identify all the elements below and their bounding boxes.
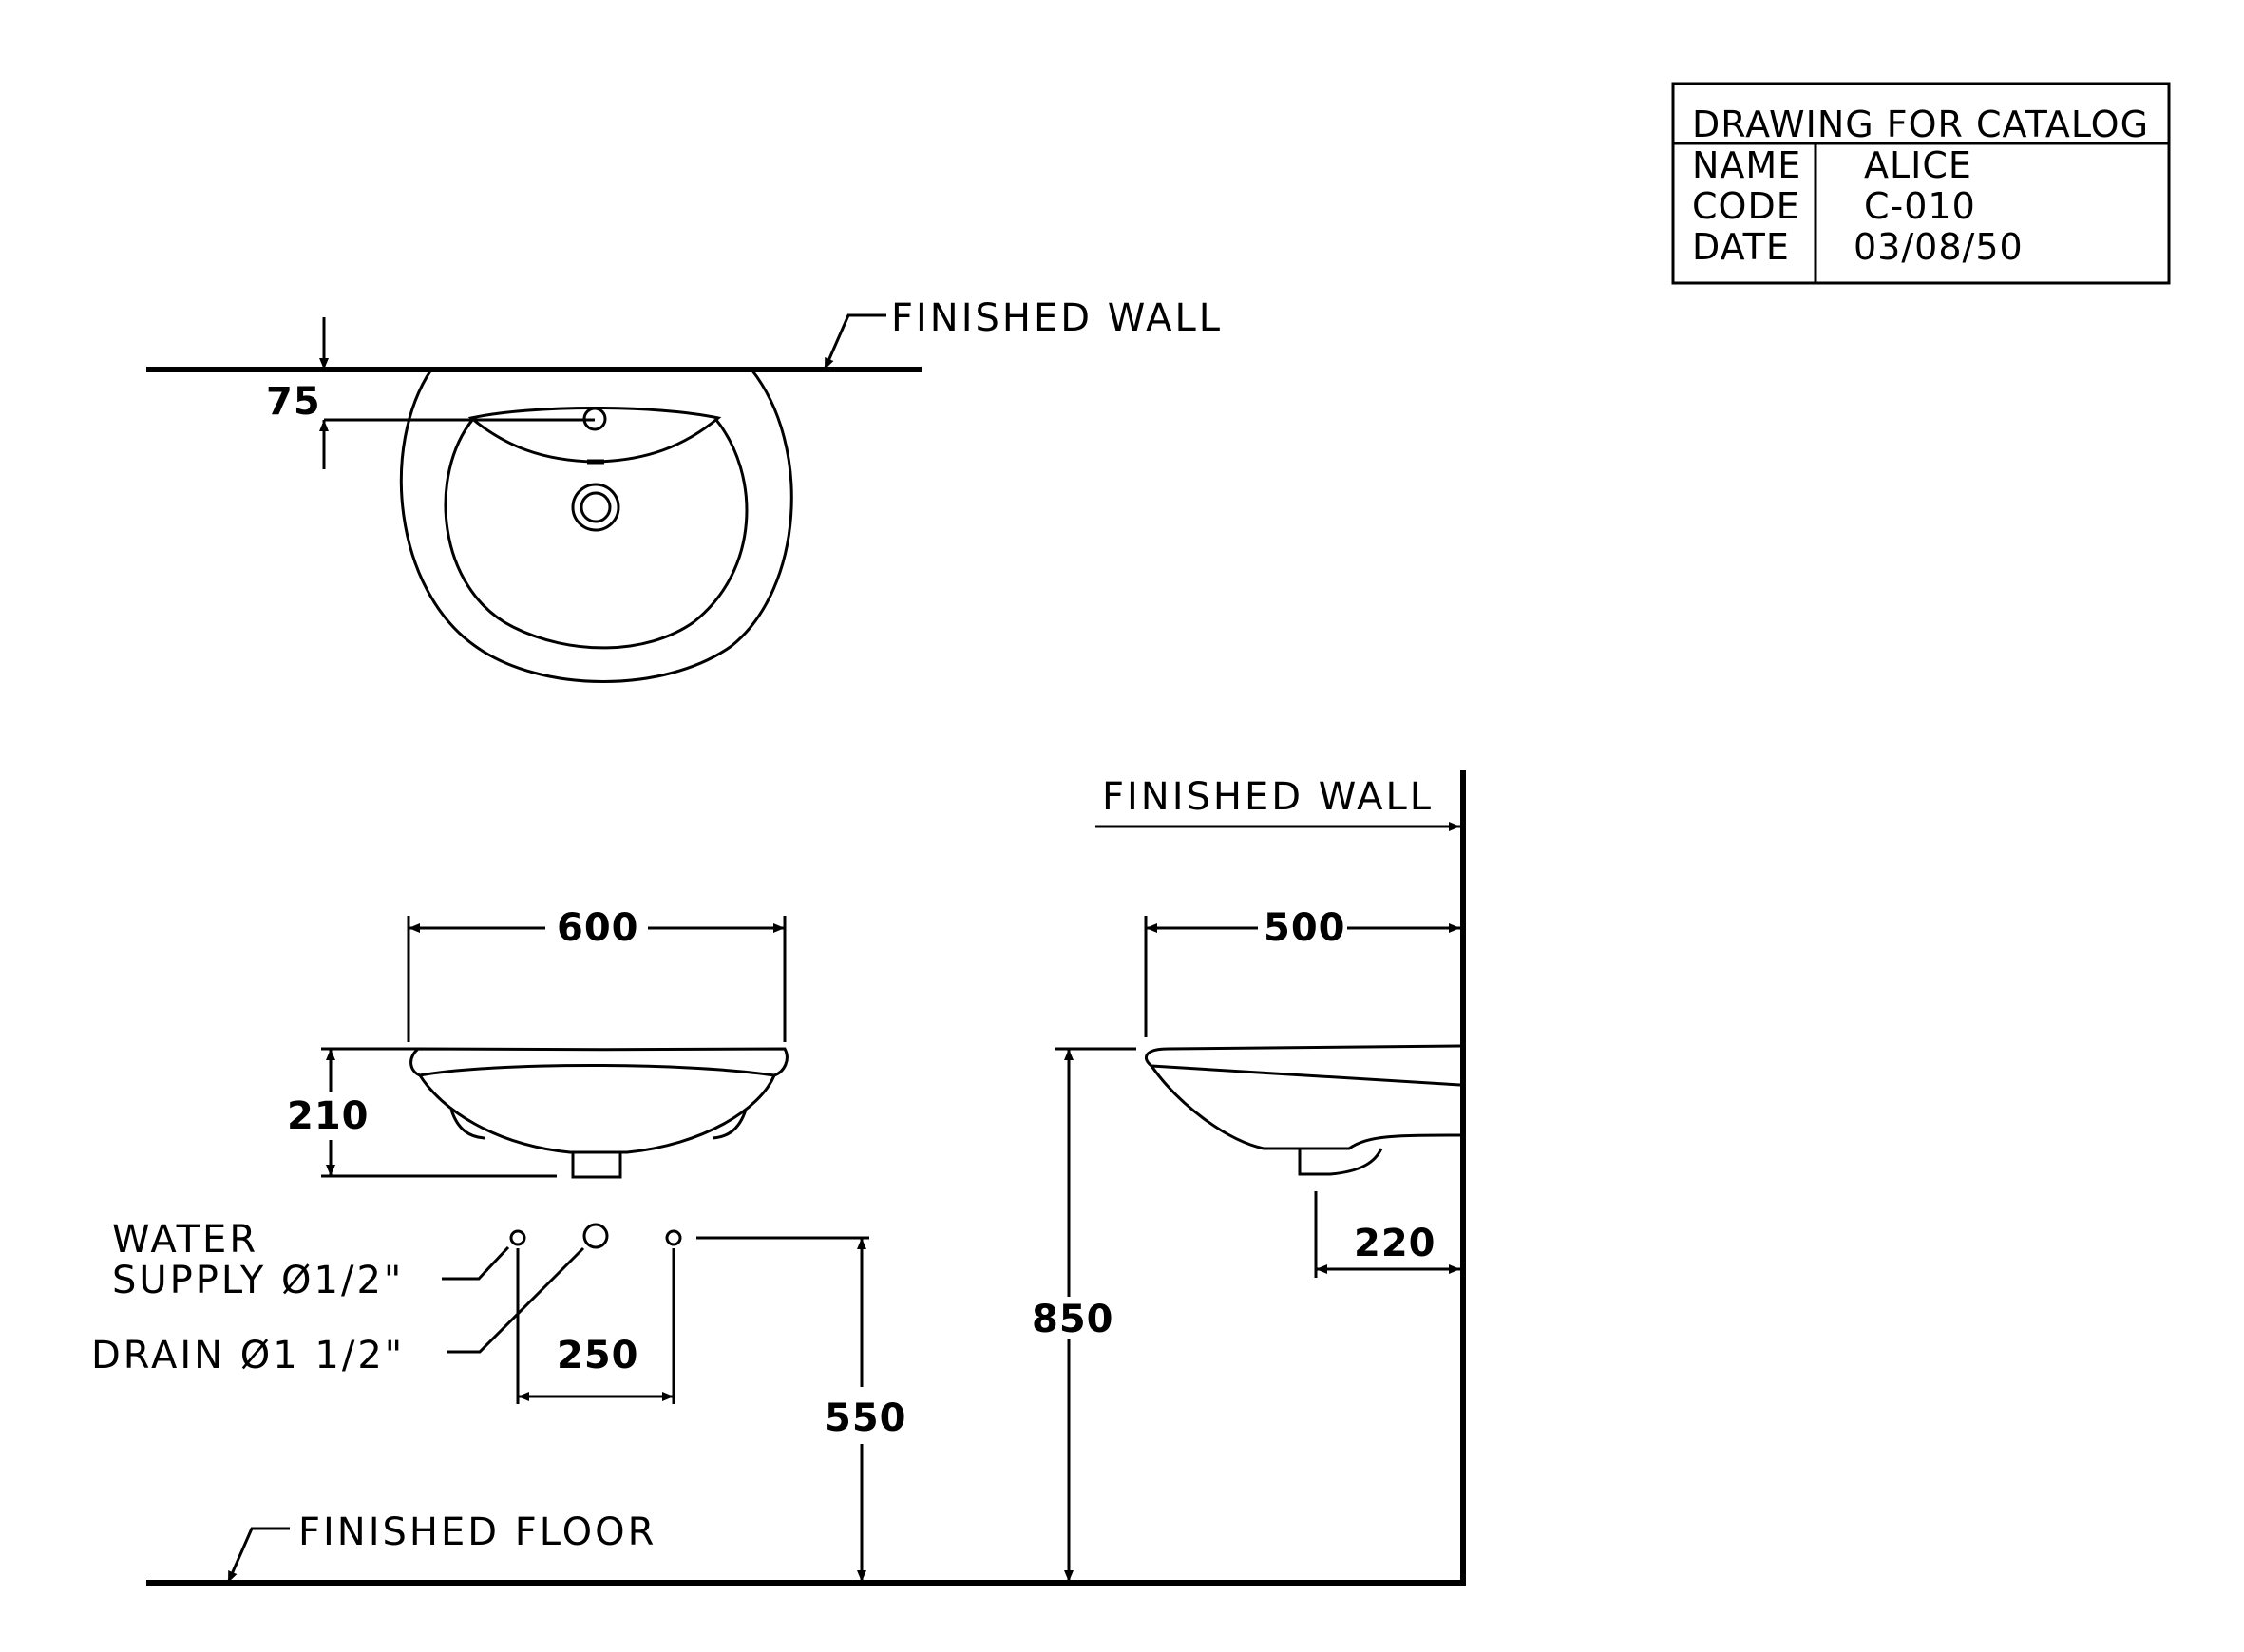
drain-label: DRAIN Ø1 1/2" <box>91 1334 405 1377</box>
drain-point <box>582 1223 609 1249</box>
top-finished-wall-label: FINISHED WALL <box>891 296 1223 340</box>
faucet-deck <box>467 407 722 464</box>
supply-drain-layout <box>442 1223 869 1582</box>
title-block-name-value: ALICE <box>1864 144 1972 186</box>
basin-outer-outline <box>399 369 793 683</box>
dim-wall-offset-75: 75 <box>266 380 321 424</box>
side-finished-wall-label: FINISHED WALL <box>1102 775 1434 819</box>
title-block-date-label: DATE <box>1692 226 1790 268</box>
front-drain-stub <box>571 1152 622 1179</box>
basin-inner-bowl <box>444 418 749 650</box>
water-supply-label-line1: WATER <box>112 1218 258 1262</box>
side-basin-rim <box>1151 1064 1461 1087</box>
title-block-date-value: 03/08/50 <box>1854 226 2024 268</box>
title-block <box>1671 82 2171 285</box>
dim-basin-depth-500: 500 <box>1264 906 1346 950</box>
top-view <box>146 313 922 683</box>
side-view <box>1055 770 1466 1586</box>
floor-leader <box>226 1527 290 1584</box>
drain-outer <box>571 483 620 532</box>
top-wall-leader <box>823 313 886 370</box>
floor <box>146 1527 1463 1586</box>
finished-floor-label: FINISHED FLOOR <box>298 1510 656 1554</box>
title-block-name-label: NAME <box>1692 144 1801 186</box>
side-drain-stub <box>1298 1148 1383 1176</box>
front-view <box>321 916 789 1179</box>
dim-supply-spacing-250: 250 <box>557 1334 639 1377</box>
title-block-code-value: C-010 <box>1864 185 1976 227</box>
dim-supply-height-550: 550 <box>825 1396 907 1440</box>
dim-basin-width-600: 600 <box>557 906 639 950</box>
dim-basin-height-210: 210 <box>287 1094 370 1138</box>
water-supply-left <box>509 1229 526 1246</box>
dim-rim-height-850: 850 <box>1032 1298 1114 1341</box>
water-supply-label-line2: SUPPLY Ø1/2" <box>112 1259 404 1302</box>
front-basin-rim-inner <box>419 1064 775 1077</box>
title-block-header: DRAWING FOR CATALOG <box>1692 104 2149 145</box>
dim-drain-from-wall-220: 220 <box>1354 1222 1436 1265</box>
water-supply-right <box>665 1229 682 1246</box>
side-basin-outline <box>1144 1044 1461 1150</box>
title-block-code-label: CODE <box>1692 185 1800 227</box>
drain-inner <box>580 491 612 523</box>
front-basin-outline <box>409 1047 789 1154</box>
